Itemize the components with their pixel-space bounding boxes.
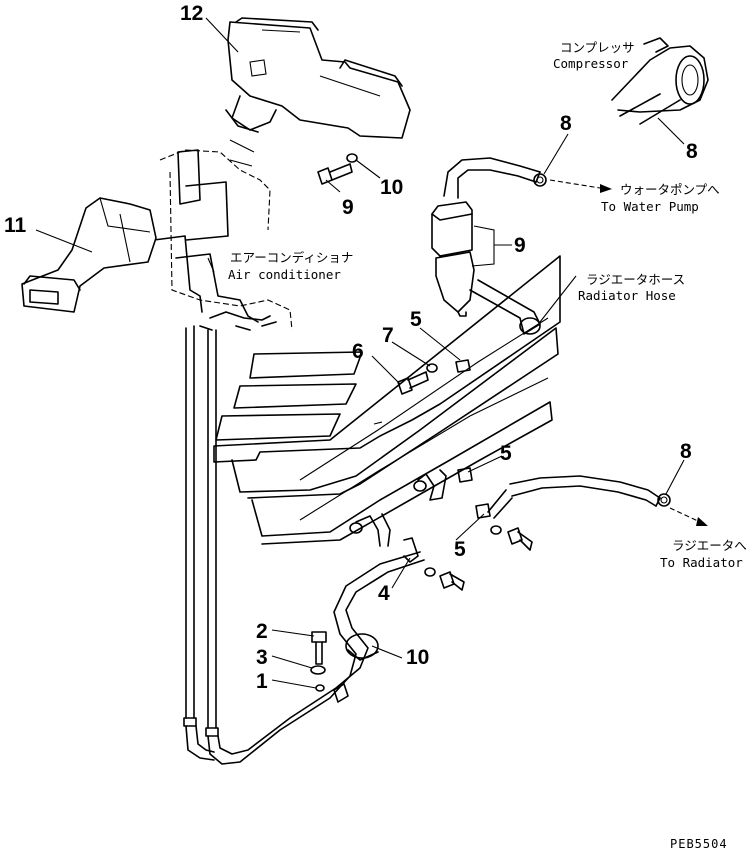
callout-5-middle: 5 <box>500 442 512 465</box>
clip-part-5-middle <box>457 467 473 483</box>
callout-5-upper: 5 <box>410 308 422 331</box>
callout-1: 1 <box>256 670 268 693</box>
washer-part-7 <box>426 363 438 373</box>
leader-lines <box>35 17 685 689</box>
water-pump-label-jp: ウォータポンプへ <box>620 182 720 197</box>
air-conditioner-unit <box>153 139 293 331</box>
callout-15: 12 <box>180 2 203 25</box>
air-conditioner-label-en: Air conditioner <box>228 267 341 282</box>
callout-9: 9 <box>514 234 526 257</box>
callout-11: 8 <box>686 140 698 163</box>
washer-part-3 <box>310 665 326 675</box>
hose-to-radiator <box>487 475 661 519</box>
callout-4: 4 <box>378 582 390 605</box>
heater-pipes <box>183 325 219 737</box>
callout-numbers: 12 11 10 9 8 8 9 5 7 6 5 5 4 10 2 3 1 8 <box>4 2 698 693</box>
clip-part-5-upper <box>455 359 471 373</box>
reservoir-part-9 <box>431 201 475 317</box>
callout-8-lower: 8 <box>680 440 692 463</box>
hose-part-10 <box>185 551 425 765</box>
hose-clamp-part-8-upper <box>533 173 547 187</box>
bolt-part-2 <box>311 631 327 665</box>
water-pump-label-en: To Water Pump <box>601 199 699 214</box>
clip-part-5-lower <box>475 503 491 519</box>
callout-7: 7 <box>382 324 394 347</box>
flow-arrow-to-radiator <box>669 507 708 526</box>
callout-2: 2 <box>256 620 268 643</box>
compressor-part-11 <box>611 37 709 125</box>
bolt-part-12 <box>317 163 353 185</box>
callout-14: 11 <box>4 214 27 237</box>
air-duct-part-15 <box>225 17 411 139</box>
radiator-hose-label-en: Radiator Hose <box>578 288 676 303</box>
hose-clamp-part-8-lower <box>657 493 671 507</box>
to-radiator-label-jp: ラジエータへ <box>672 538 747 553</box>
compressor-label-en: Compressor <box>553 56 629 71</box>
clamp-brackets <box>349 469 447 547</box>
callout-6: 6 <box>352 340 364 363</box>
hose-to-water-pump <box>443 157 541 199</box>
air-conditioner-label-jp: エアーコンディショナ <box>230 250 353 265</box>
duct-part-14 <box>21 197 157 313</box>
radiator-hose-label-jp: ラジエータホース <box>586 272 685 287</box>
radiator-hose <box>469 279 541 335</box>
bolt-washer-set <box>424 525 533 591</box>
mounting-bracket <box>213 255 561 545</box>
callout-5-lower: 5 <box>454 538 466 561</box>
callout-12: 9 <box>342 196 354 219</box>
annotation-labels: コンプレッサ Compressor ウォータポンプへ To Water Pump… <box>228 40 747 851</box>
callout-13: 10 <box>380 176 403 199</box>
washer-part-13 <box>346 153 358 163</box>
to-radiator-label-en: To Radiator <box>660 555 743 570</box>
flow-arrow-to-water-pump <box>549 179 612 193</box>
callout-8-upper: 8 <box>560 112 572 135</box>
clip-part-1 <box>315 684 325 692</box>
bolt-part-6 <box>397 371 429 395</box>
callout-3: 3 <box>256 646 268 669</box>
compressor-label-jp: コンプレッサ <box>560 40 635 55</box>
drawing-code: PEB5504 <box>670 837 728 851</box>
clamp-part-4 <box>403 537 419 563</box>
callout-10: 10 <box>406 646 429 669</box>
